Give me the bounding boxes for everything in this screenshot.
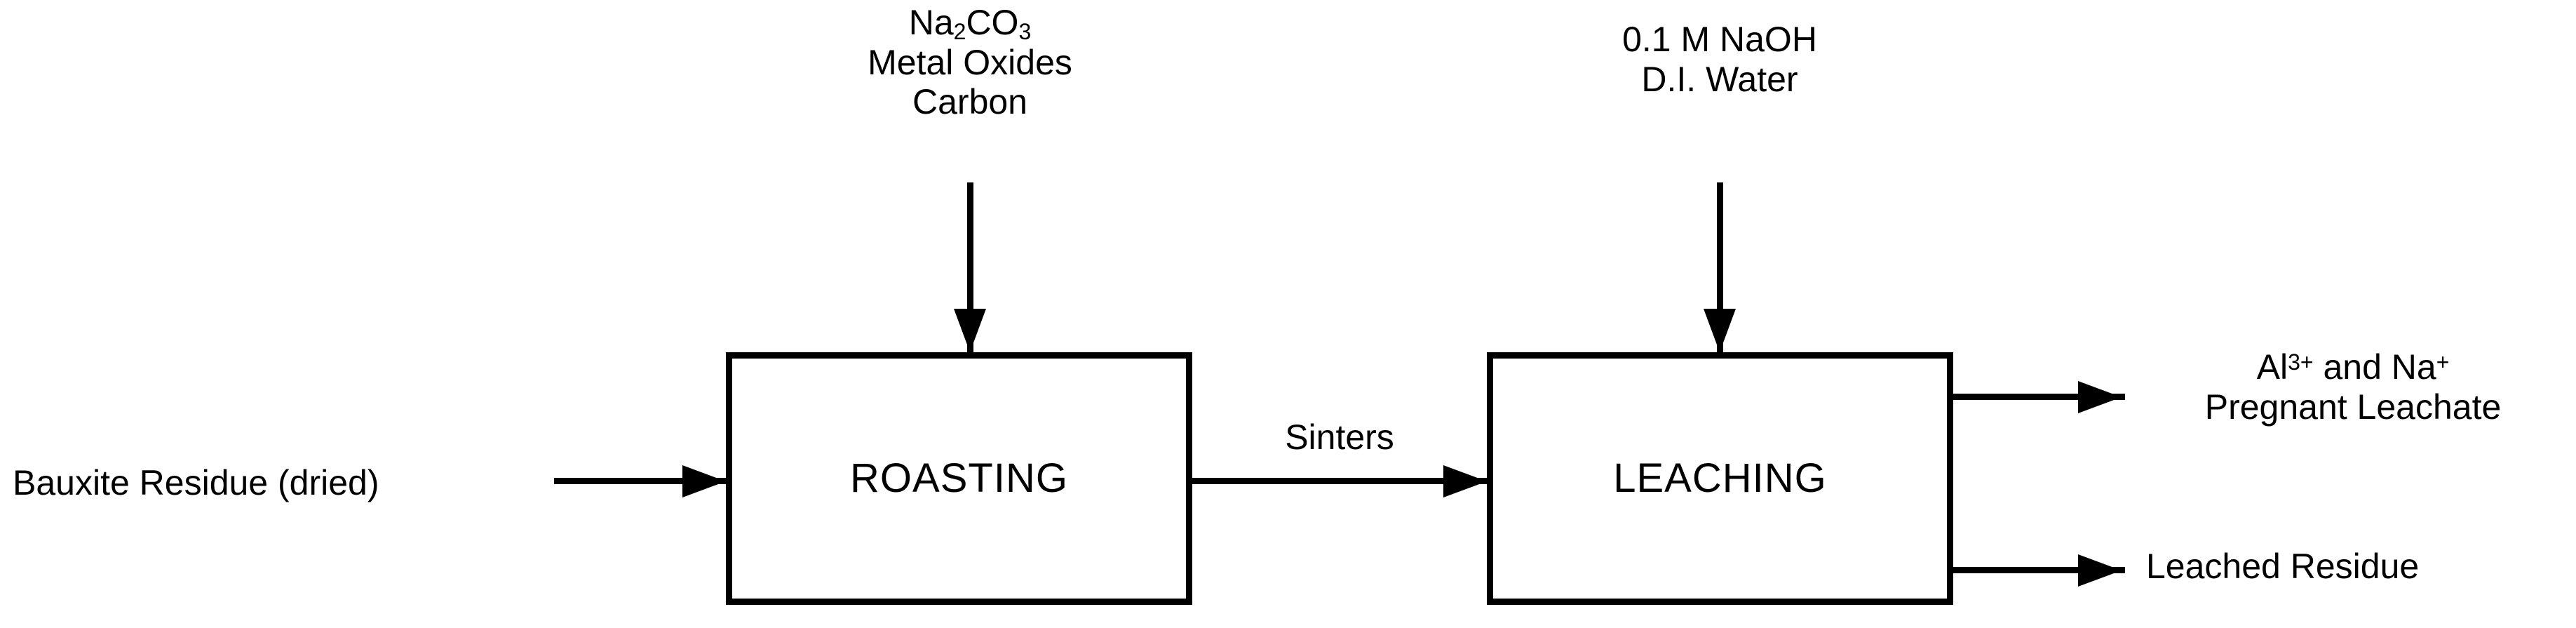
stream-label-leached-residue: Leached Residue bbox=[2146, 547, 2420, 586]
subscript-2: 2 bbox=[953, 19, 966, 45]
stream-label-pregnant-leachate: Al3+ and Na+Pregnant Leachate bbox=[2205, 347, 2502, 427]
arrowhead-leaching-additives-to-leaching-icon bbox=[1704, 309, 1736, 352]
additive-na2co3: Na2CO3 bbox=[908, 3, 1032, 45]
stream-label-sinters: Sinters bbox=[1285, 417, 1394, 457]
flow-line-additives-to-roasting bbox=[967, 182, 973, 358]
product-ions: Al3+ and Na+ bbox=[2256, 347, 2450, 387]
additive-metal-oxides: Metal Oxides bbox=[868, 42, 1072, 82]
subscript-3: 3 bbox=[1018, 19, 1032, 45]
process-box-leaching[interactable]: LEACHING bbox=[1487, 352, 1953, 605]
additive-carbon: Carbon bbox=[912, 82, 1027, 121]
additive-di-water: D.I. Water bbox=[1641, 59, 1798, 99]
flow-line-leaching-to-leached-residue bbox=[1950, 567, 2125, 573]
flow-line-leaching-additives-to-leaching bbox=[1717, 182, 1723, 358]
arrowhead-additives-to-roasting-icon bbox=[954, 309, 986, 352]
flow-line-roasting-to-leaching bbox=[1192, 478, 1490, 484]
product-pregnant-leachate: Pregnant Leachate bbox=[2204, 387, 2502, 427]
process-box-roasting[interactable]: ROASTING bbox=[726, 352, 1192, 605]
process-label-leaching: LEACHING bbox=[1613, 455, 1827, 501]
flow-line-leaching-to-pregnant-leachate bbox=[1950, 394, 2125, 400]
arrowhead-feed-to-roasting-icon bbox=[682, 465, 726, 497]
arrowhead-leached-residue-icon bbox=[2078, 554, 2122, 587]
superscript-3plus: 3+ bbox=[2288, 349, 2314, 375]
flow-line-feed-to-roasting bbox=[554, 478, 729, 484]
process-label-roasting: ROASTING bbox=[850, 455, 1068, 501]
superscript-plus: + bbox=[2436, 349, 2450, 375]
stream-label-feed: Bauxite Residue (dried) bbox=[13, 463, 379, 502]
additive-naoh: 0.1 M NaOH bbox=[1622, 20, 1817, 59]
arrowhead-pregnant-leachate-icon bbox=[2078, 381, 2122, 413]
arrowhead-roasting-to-leaching-icon bbox=[1443, 465, 1487, 497]
